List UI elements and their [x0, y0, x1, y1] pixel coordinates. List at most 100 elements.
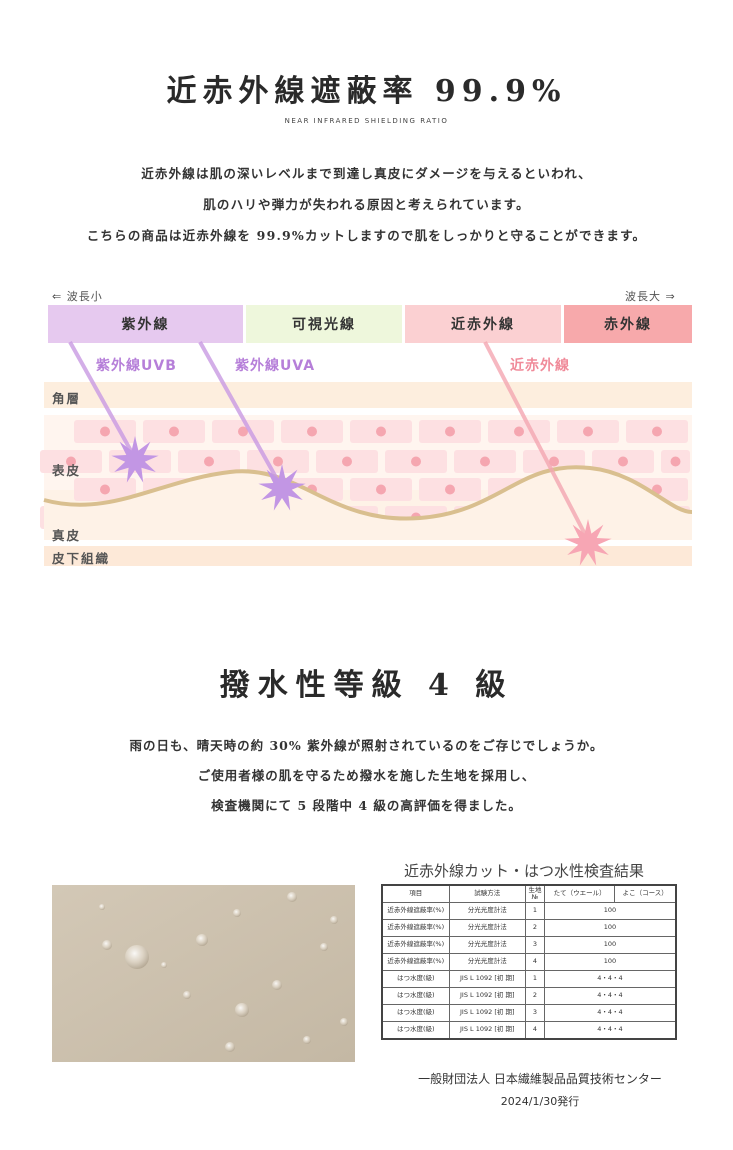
- water-droplet: [303, 1036, 311, 1044]
- water-droplet: [102, 940, 112, 950]
- nir-text-line-1: 近赤外線は肌の深いレベルまで到達し真皮にダメージを与えるといわれ、: [141, 166, 592, 181]
- row-fabric-no: 1: [524, 970, 545, 988]
- row-fabric-no: 3: [524, 936, 545, 954]
- wavelength-short-label: ⇐ 波長小: [52, 290, 103, 303]
- cell-nucleus: [376, 426, 386, 437]
- row-fabric-no: 2: [524, 987, 545, 1005]
- header-fabric-no: 生地№: [524, 884, 545, 903]
- header-method: 試験方法: [448, 884, 526, 903]
- row-method: 分光光度計法: [448, 953, 526, 971]
- band-visible: 可視光線: [246, 305, 402, 343]
- water-droplet: [183, 991, 191, 999]
- water-droplet: [235, 1003, 249, 1017]
- results-header-row: 項目 試験方法 生地№ たて（ウエール） よこ（コース）: [381, 884, 677, 903]
- cell-nucleus: [583, 426, 593, 437]
- row-method: 分光光度計法: [448, 919, 526, 937]
- band-near-infrared: 近赤外線: [405, 305, 561, 343]
- nir-ray-label: 近赤外線: [510, 358, 570, 374]
- skin-diagram: [40, 341, 693, 566]
- row-result: 4・4・4: [543, 970, 677, 988]
- water-text-line-2: ご使用者様の肌を守るため撥水を施した生地を採用し、: [197, 768, 536, 783]
- cell-nucleus: [376, 484, 386, 495]
- header-item: 項目: [381, 884, 450, 903]
- row-result: 100: [543, 953, 677, 971]
- water-droplet: [233, 909, 241, 917]
- row-result: 100: [543, 902, 677, 920]
- water-droplet: [99, 904, 105, 910]
- uva-ray: [198, 341, 284, 489]
- row-result: 4・4・4: [543, 1004, 677, 1022]
- nir-text-line-3: こちらの商品は近赤外線を 99.9%カットしますので肌をしっかりと守ることができ…: [86, 228, 647, 243]
- cell-nucleus: [652, 426, 662, 437]
- water-droplet: [125, 945, 149, 969]
- band-uv: 紫外線: [48, 305, 243, 343]
- row-item: 近赤外線遮蔽率(%): [381, 902, 450, 920]
- water-text-line-3: 検査機関にて 5 段階中 4 級の高評価を得ました。: [211, 798, 522, 813]
- cell-nucleus: [238, 426, 248, 437]
- row-method: 分光光度計法: [448, 936, 526, 954]
- water-droplet: [196, 934, 208, 946]
- row-item: 近赤外線遮蔽率(%): [381, 953, 450, 971]
- section-subtitle-nir: NEAR INFRARED SHIELDING RATIO: [284, 117, 449, 125]
- row-method: 分光光度計法: [448, 902, 526, 920]
- cell-nucleus: [204, 456, 214, 467]
- issuer-name: 一般財団法人 日本繊維製品品質技術センター: [418, 1072, 662, 1086]
- header-course: よこ（コース）: [614, 884, 677, 903]
- cell-nucleus: [670, 456, 681, 467]
- water-droplet: [287, 892, 297, 902]
- row-item: はつ水度(級): [381, 970, 450, 988]
- row-fabric-no: 2: [524, 919, 545, 937]
- layer-label-dermis: 真皮: [52, 528, 82, 543]
- results-table-title: 近赤外線カット・はつ水性検査結果: [404, 862, 645, 880]
- row-result: 4・4・4: [543, 1021, 677, 1040]
- row-result: 100: [543, 936, 677, 954]
- results-table: 項目 試験方法 生地№ たて（ウエール） よこ（コース） 近赤外線遮蔽率(%)分…: [381, 884, 677, 1040]
- cell-nucleus: [514, 426, 524, 437]
- row-result: 100: [543, 919, 677, 937]
- cell-nucleus: [618, 456, 628, 467]
- uvb-label: 紫外線UVB: [96, 358, 177, 374]
- issue-date: 2024/1/30発行: [500, 1095, 580, 1108]
- header-wale: たて（ウエール）: [543, 884, 616, 903]
- subcutaneous-band: [44, 546, 692, 566]
- water-text-line-1: 雨の日も、晴天時の約 30% 紫外線が照射されているのをご存じでしょうか。: [129, 738, 604, 753]
- row-method: JIS L 1092 [初 期]: [448, 970, 526, 988]
- nir-impact-star-icon: [564, 519, 612, 566]
- water-droplet: [161, 962, 167, 968]
- water-droplet: [272, 980, 282, 990]
- fabric-water-droplets-photo: [52, 885, 355, 1062]
- water-droplet: [330, 916, 338, 924]
- cell-nucleus: [445, 484, 455, 495]
- water-droplet: [340, 1018, 348, 1026]
- row-item: はつ水度(級): [381, 987, 450, 1005]
- row-item: 近赤外線遮蔽率(%): [381, 919, 450, 937]
- layer-label-horny: 角層: [52, 391, 82, 406]
- wavelength-long-label: 波長大 ⇒: [625, 290, 676, 303]
- cell-nucleus: [307, 426, 317, 437]
- water-droplet: [320, 943, 328, 951]
- layer-label-subcutaneous: 皮下組織: [52, 551, 111, 566]
- row-method: JIS L 1092 [初 期]: [448, 987, 526, 1005]
- cell-nucleus: [445, 426, 455, 437]
- cell-nucleus: [411, 456, 421, 467]
- uvb-ray: [68, 341, 137, 459]
- row-fabric-no: 1: [524, 902, 545, 920]
- row-fabric-no: 3: [524, 1004, 545, 1022]
- row-item: はつ水度(級): [381, 1021, 450, 1040]
- nir-ray: [483, 341, 590, 541]
- layer-label-epidermis: 表皮: [52, 463, 82, 478]
- uvb-impact-star-icon: [111, 436, 159, 483]
- row-method: JIS L 1092 [初 期]: [448, 1021, 526, 1040]
- uva-label: 紫外線UVA: [235, 358, 316, 374]
- cell-nucleus: [169, 426, 179, 437]
- row-fabric-no: 4: [524, 953, 545, 971]
- row-fabric-no: 4: [524, 1021, 545, 1040]
- row-item: はつ水度(級): [381, 1004, 450, 1022]
- uva-impact-star-icon: [258, 464, 306, 511]
